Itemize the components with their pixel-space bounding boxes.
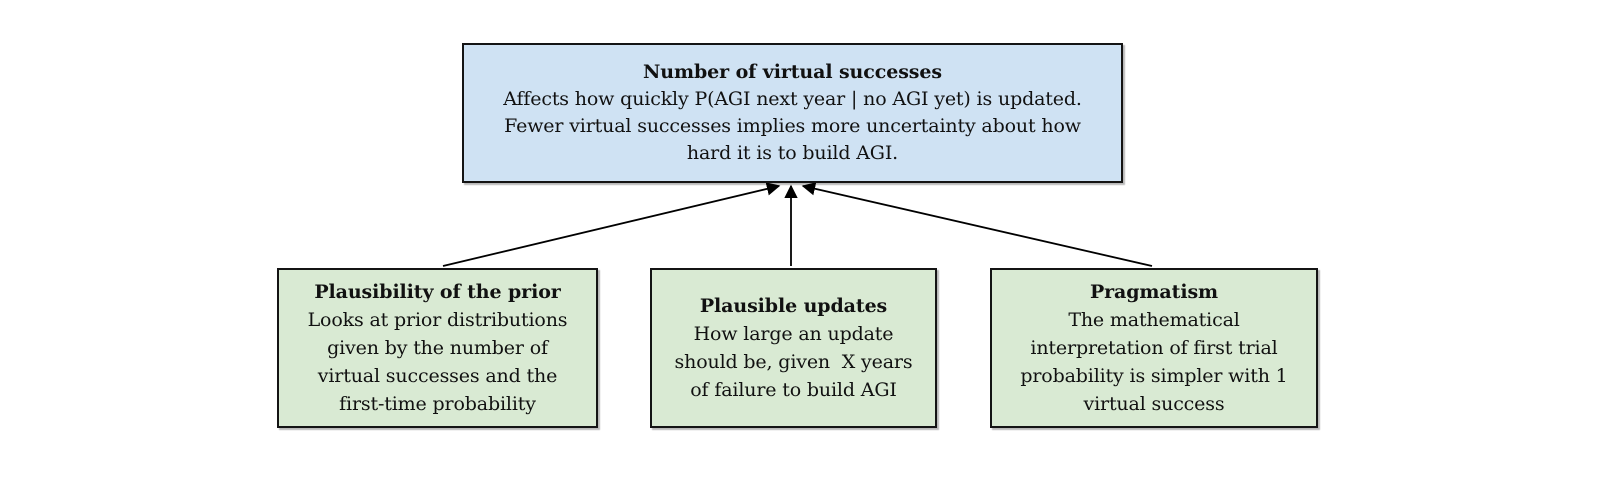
child-box-body: Looks at prior distributions given by th… (307, 309, 568, 415)
child-box-title: Pragmatism (1089, 281, 1219, 303)
top-box-body: Affects how quickly P(AGI next year | no… (503, 88, 1082, 164)
child-box-plausible-updates: Plausible updates How large an update sh… (650, 268, 937, 428)
child-box-plausibility-of-the-prior: Plausibility of the prior Looks at prior… (277, 268, 598, 428)
top-box-number-of-virtual-successes: Number of virtual successes Affects how … (462, 43, 1123, 183)
arrow-plausibility-prior-to-top (442, 182, 781, 267)
child-box-body: The mathematical interpretation of first… (1020, 309, 1288, 415)
child-box-title: Plausible updates (699, 295, 888, 317)
arrow-pragmatism-to-top (801, 182, 1153, 267)
child-box-pragmatism: Pragmatism The mathematical interpretati… (990, 268, 1318, 428)
child-box-title: Plausibility of the prior (314, 281, 561, 303)
child-box-body: How large an update should be, given X y… (674, 323, 913, 401)
top-box-title: Number of virtual successes (643, 61, 942, 83)
